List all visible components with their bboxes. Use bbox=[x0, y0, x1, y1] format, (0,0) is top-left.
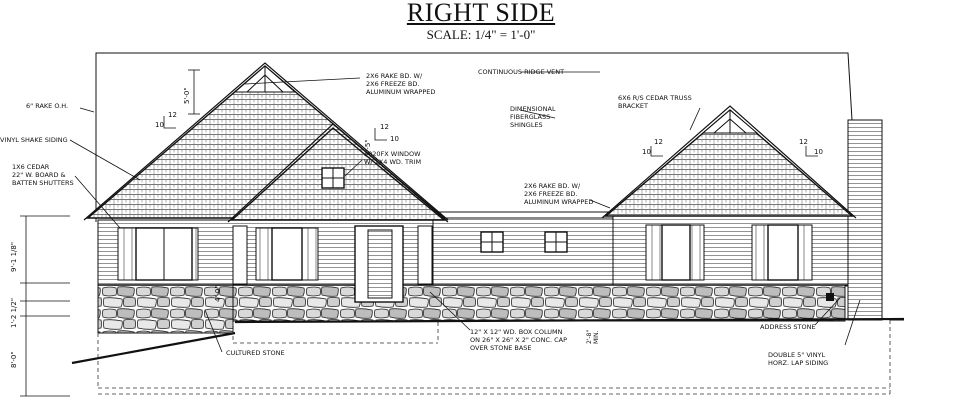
note-vinyl-shake: VINYL SHAKE SIDING bbox=[0, 136, 68, 144]
middle-wall bbox=[432, 217, 614, 286]
window-porch bbox=[255, 227, 319, 281]
garage-wall bbox=[847, 119, 883, 321]
note-truss-bracket: 6X6 R/S CEDAR TRUSS BRACKET bbox=[618, 94, 692, 110]
stone-base-left bbox=[97, 284, 234, 334]
note-address-stone: ADDRESS STONE bbox=[760, 323, 816, 331]
foundation-dashed bbox=[97, 320, 891, 395]
window-right-2 bbox=[751, 224, 813, 281]
dim-foundation: 8'-0" bbox=[10, 351, 18, 368]
drawing-title: RIGHT SIDE bbox=[406, 0, 556, 27]
porch-column-right bbox=[417, 225, 433, 285]
note-cultured-stone: CULTURED STONE bbox=[226, 349, 285, 357]
address-stone bbox=[826, 293, 834, 301]
dim-gable-height: 5'-0" bbox=[183, 87, 191, 104]
pitch-rise-2: 10 bbox=[390, 135, 399, 143]
note-shingles: DIMENSIONAL FIBERGLASS SHINGLES bbox=[510, 105, 556, 129]
note-rake-bd-mid: 2X6 RAKE BD. W/ 2X6 FREEZE BD. ALUMINUM … bbox=[524, 182, 594, 206]
dim-wall-height: 9'-1 1/8" bbox=[10, 241, 18, 272]
drawing-scale: SCALE: 1/4" = 1'-0" bbox=[426, 27, 536, 42]
pitch-run-3: 12 bbox=[654, 138, 663, 146]
note-column: 12" X 12" WD. BOX COLUMN ON 26" X 26" X … bbox=[470, 328, 568, 352]
note-rake-bd-top: 2X6 RAKE BD. W/ 2X6 FREEZE BD. ALUMINUM … bbox=[366, 72, 436, 96]
window-left bbox=[117, 227, 199, 281]
dimension-lines bbox=[20, 69, 861, 397]
note-rake-oh: 6" RAKE O.H. bbox=[26, 102, 69, 110]
middle-roof-band bbox=[432, 211, 614, 219]
pitch-run-4: 12 bbox=[799, 138, 808, 146]
dim-stone-height: 1'-2 1/2" bbox=[10, 297, 18, 328]
dim-small-gable-height: 3'-5" bbox=[364, 139, 372, 156]
grade-line bbox=[71, 331, 236, 365]
stone-base-main bbox=[232, 284, 846, 322]
pitch-rise-1: 10 bbox=[155, 121, 164, 129]
pitch-rise-4: 10 bbox=[814, 148, 823, 156]
note-shutters: 1X6 CEDAR 22" W. BOARD & BATTEN SHUTTERS bbox=[12, 163, 74, 187]
window-right-1 bbox=[645, 224, 705, 281]
note-lap-siding: DOUBLE 5" VINYL HORZ. LAP SIDING bbox=[768, 351, 829, 367]
porch-column-left bbox=[232, 225, 248, 285]
pitch-run-2: 12 bbox=[380, 123, 389, 131]
pitch-rise-3: 10 bbox=[642, 148, 651, 156]
note-window: 2020FX WINDOW W/ 1X4 WD. TRIM bbox=[364, 150, 422, 166]
note-ridge-vent: CONTINUOUS RIDGE VENT bbox=[478, 68, 565, 76]
dim-min-height: 2'-8" MIN. bbox=[586, 329, 600, 344]
pitch-run-1: 12 bbox=[168, 111, 177, 119]
dim-step-height: 4'-0" bbox=[214, 285, 222, 302]
right-gable bbox=[604, 109, 854, 217]
front-door bbox=[354, 225, 404, 303]
